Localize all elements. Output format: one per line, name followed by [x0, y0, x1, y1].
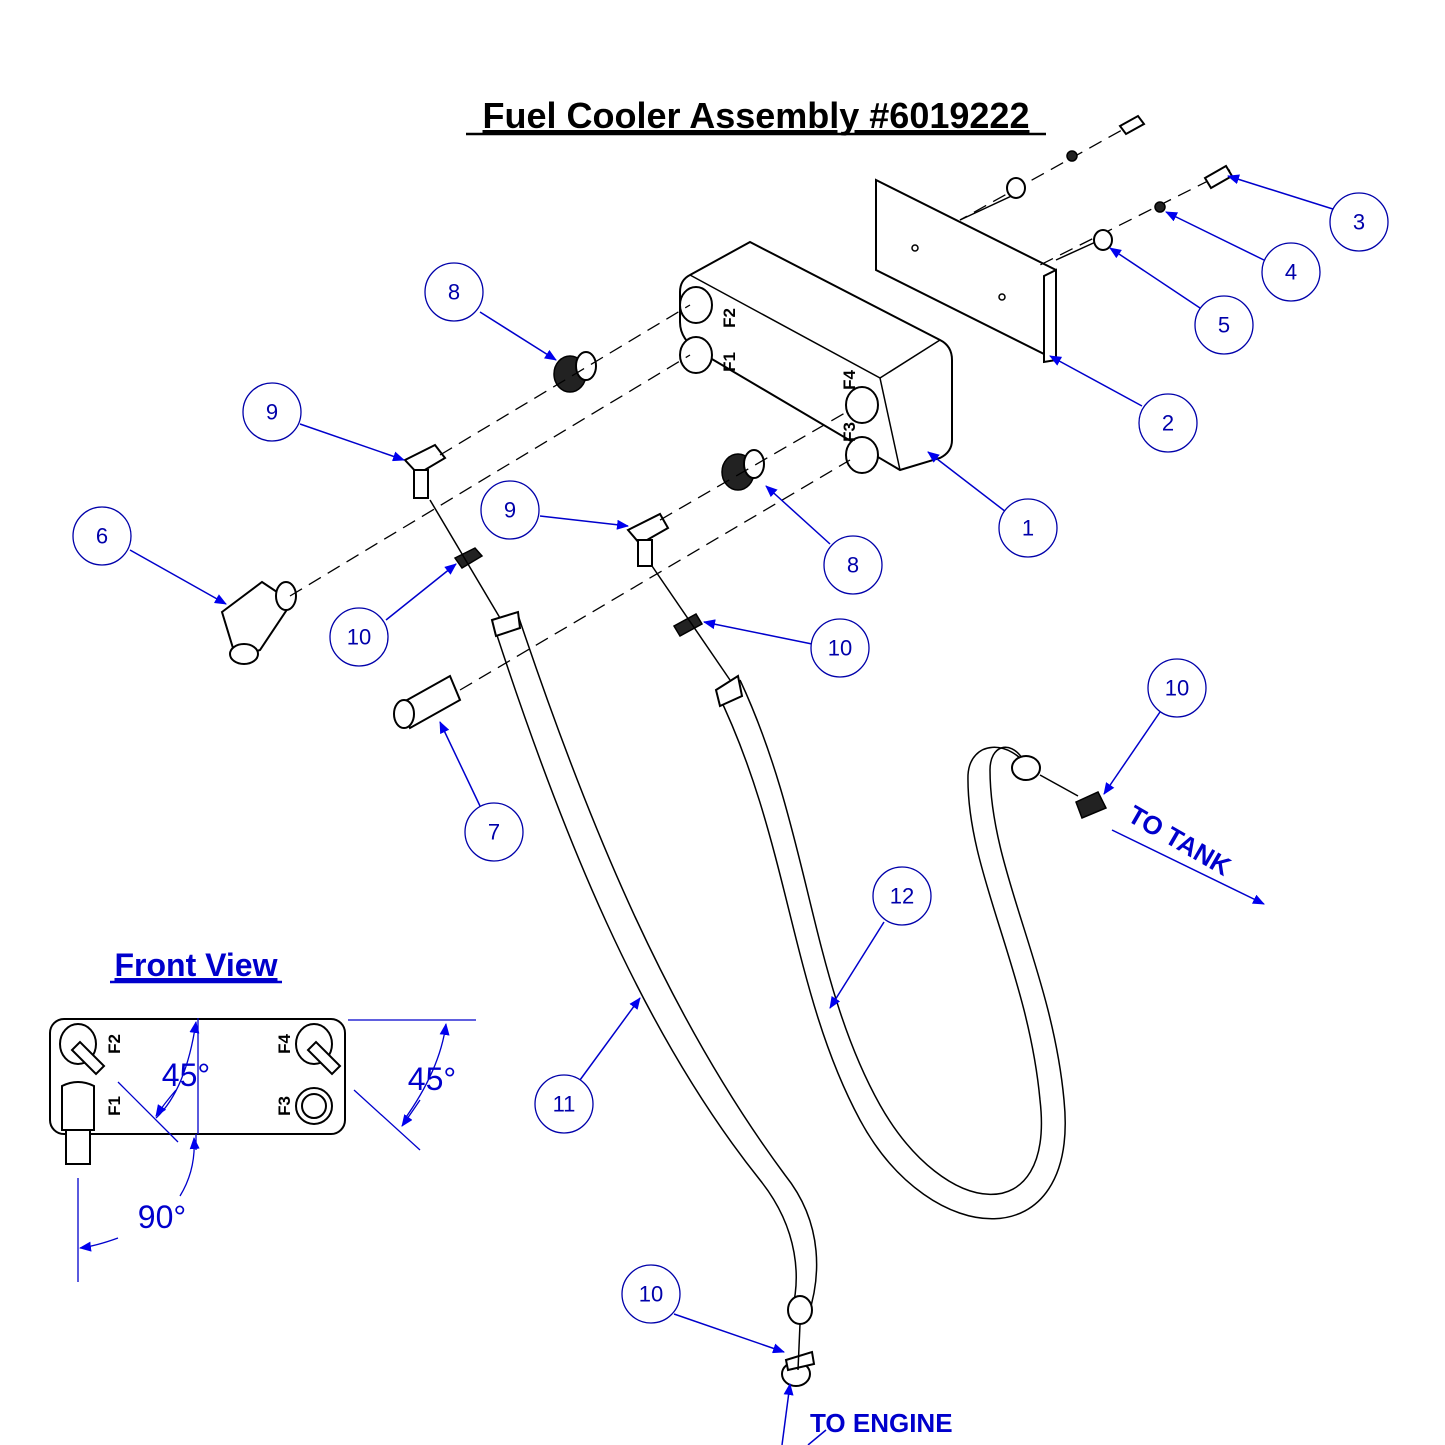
front-view: Front View F2 F1 F4 F3 45° 45° 90°	[49, 947, 476, 1282]
hose-clamp-3	[1075, 791, 1108, 819]
svg-text:11: 11	[553, 1092, 576, 1117]
fv-port-f4: F4	[275, 1034, 294, 1054]
barb-elbow-upper	[403, 443, 447, 499]
svg-text:12: 12	[890, 884, 914, 909]
callout-10-a: 10	[329, 607, 389, 667]
fv-port-f1: F1	[105, 1096, 124, 1116]
callout-2: 2	[1138, 393, 1198, 453]
svg-text:10: 10	[828, 636, 852, 661]
hose-clamp-4	[781, 1350, 816, 1387]
svg-text:10: 10	[347, 625, 371, 650]
fv-port-f2: F2	[105, 1034, 124, 1054]
svg-text:6: 6	[96, 524, 108, 549]
angle-45-left: 45°	[162, 1057, 210, 1093]
mounting-plate	[875, 178, 1057, 364]
to-engine-indicator: TO ENGINE	[781, 1383, 953, 1445]
svg-text:1: 1	[1022, 516, 1034, 541]
callout-6: 6	[72, 506, 132, 566]
callout-9-upper: 9	[242, 382, 302, 442]
barb-elbow-lower	[626, 512, 670, 567]
callout-10-b: 10	[810, 618, 870, 678]
callout-8-lower: 8	[823, 535, 883, 595]
callout-5: 5	[1194, 295, 1254, 355]
svg-text:TO TANK: TO TANK	[1123, 799, 1236, 882]
callout-12: 12	[872, 866, 932, 926]
fuel-cooler-body: F2 F1 F4 F3	[679, 240, 953, 474]
callout-3: 3	[1329, 192, 1389, 252]
svg-text:3: 3	[1353, 210, 1365, 235]
plug-fitting-lower	[721, 449, 765, 491]
callout-9-lower: 9	[480, 480, 540, 540]
fv-port-f3: F3	[275, 1096, 294, 1116]
hose-clamp-2	[672, 612, 704, 638]
callout-8-upper: 8	[424, 262, 484, 322]
callout-10-c: 10	[1147, 658, 1207, 718]
port-label-f2: F2	[720, 308, 739, 328]
hardware	[959, 114, 1234, 266]
straight-fitting	[393, 674, 462, 730]
plug-fitting-upper	[553, 351, 597, 393]
port-label-f3: F3	[840, 422, 859, 442]
svg-text:TO ENGINE: TO ENGINE	[810, 1408, 953, 1438]
svg-text:8: 8	[448, 280, 460, 305]
svg-text:8: 8	[847, 553, 859, 578]
port-label-f4: F4	[840, 370, 859, 390]
front-view-title: Front View	[115, 947, 278, 983]
hose-clamp-1	[453, 547, 484, 570]
port-label-f1: F1	[720, 352, 739, 372]
elbow-fitting	[220, 580, 297, 665]
callout-1: 1	[998, 498, 1058, 558]
callout-4: 4	[1261, 242, 1321, 302]
callout-11: 11	[534, 1074, 594, 1134]
svg-text:9: 9	[504, 498, 516, 523]
diagram-title: Fuel Cooler Assembly #6019222	[483, 95, 1030, 136]
svg-text:4: 4	[1285, 260, 1297, 285]
angle-90: 90°	[138, 1199, 186, 1235]
svg-text:5: 5	[1218, 313, 1230, 338]
angle-45-right: 45°	[408, 1061, 456, 1097]
callout-7: 7	[464, 802, 524, 862]
to-tank-indicator: TO TANK	[1111, 799, 1265, 905]
hose-to-tank	[714, 674, 1066, 1220]
hose-to-engine	[490, 610, 818, 1371]
svg-text:10: 10	[639, 1282, 663, 1307]
svg-text:2: 2	[1162, 411, 1174, 436]
svg-text:9: 9	[266, 400, 278, 425]
svg-text:10: 10	[1165, 676, 1189, 701]
callout-10-d: 10	[621, 1264, 681, 1324]
svg-text:7: 7	[488, 820, 500, 845]
